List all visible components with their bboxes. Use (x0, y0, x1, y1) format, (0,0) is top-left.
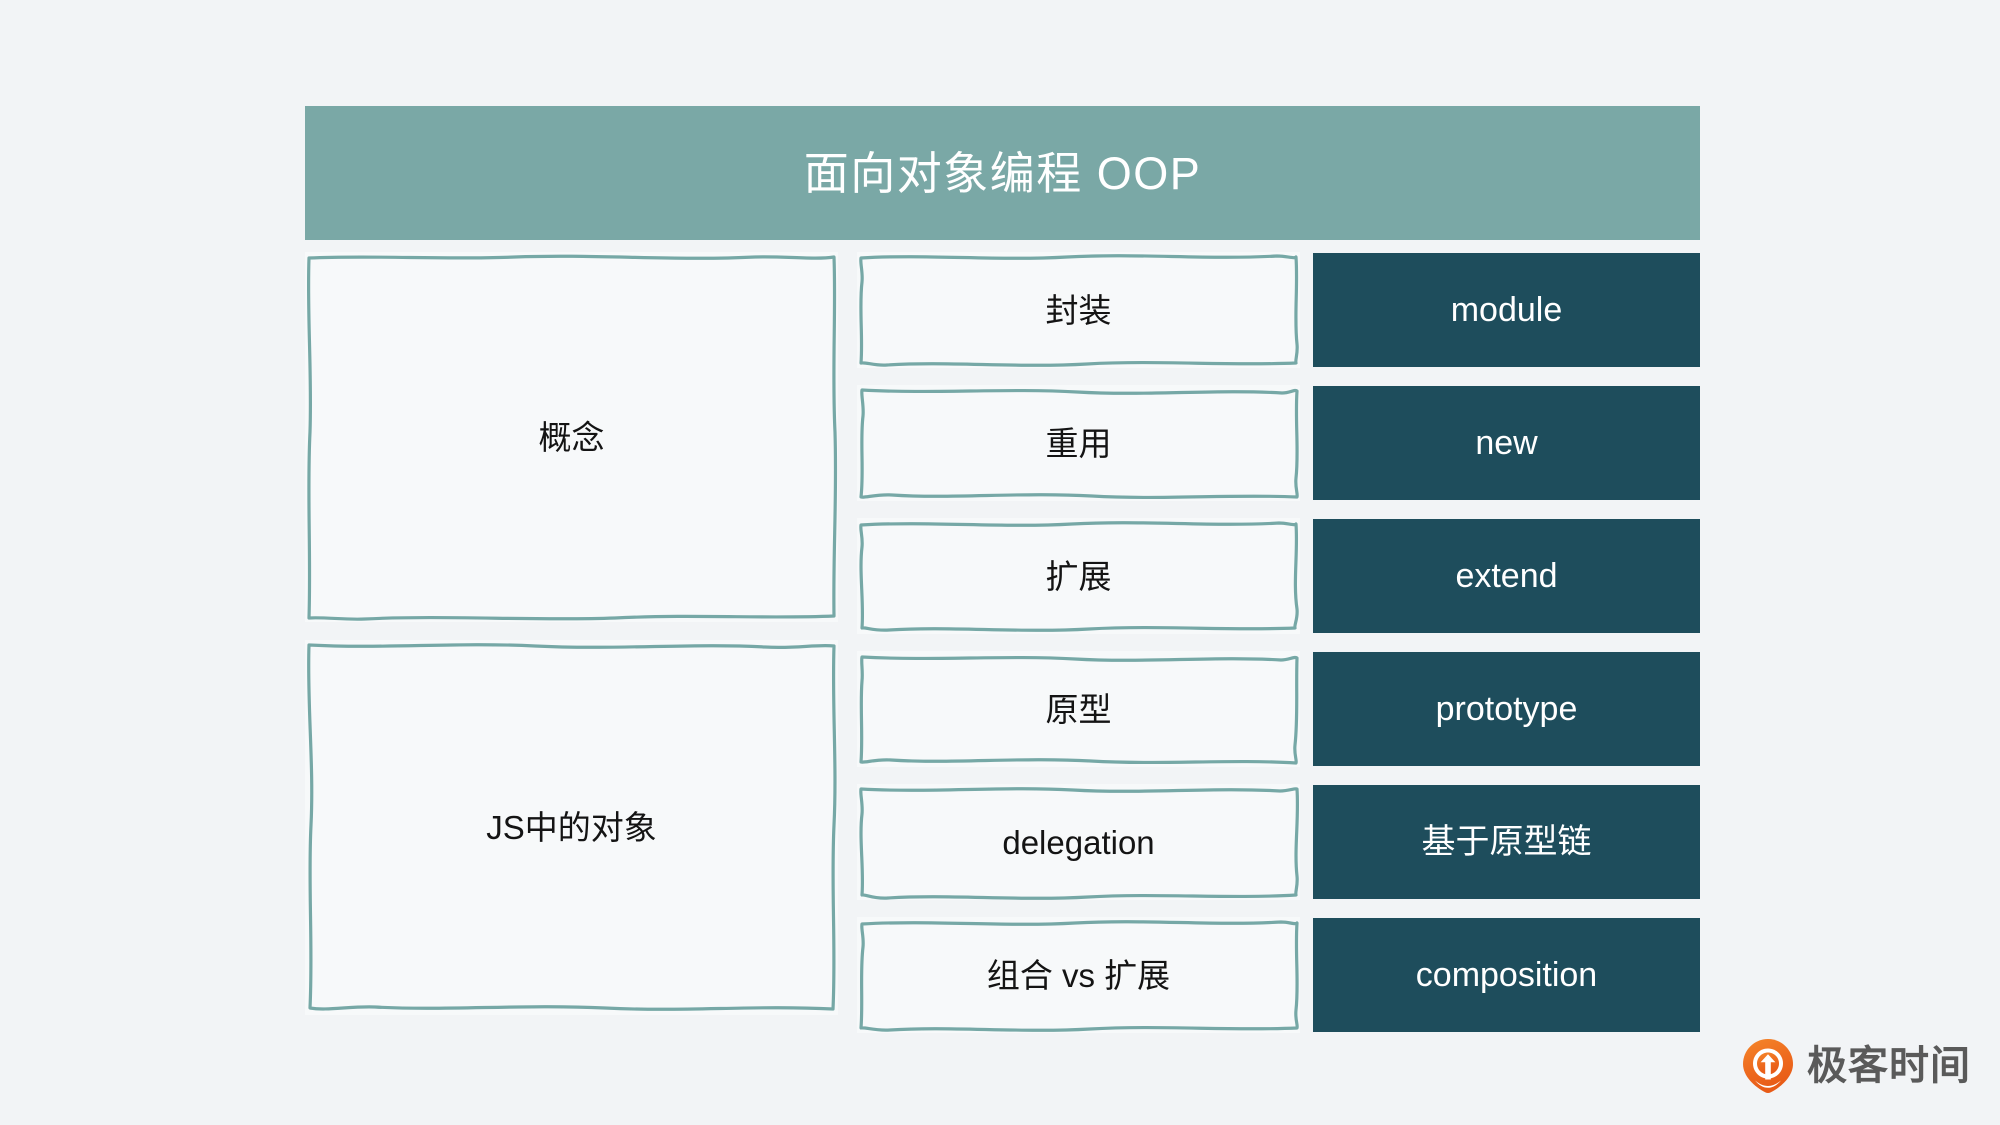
topic-card[interactable]: delegation (857, 784, 1300, 900)
topic-card[interactable]: 原型 (857, 651, 1300, 767)
topic-card-label: 扩展 (1045, 557, 1112, 595)
page-title: 面向对象编程 OOP (803, 147, 1202, 199)
topic-card[interactable]: 扩展 (857, 518, 1300, 634)
term-card-label: new (1475, 424, 1538, 462)
term-card-label: composition (1415, 956, 1598, 994)
column-topics: 封装 重用 扩展 原型 (857, 252, 1300, 1033)
brand-logo: 极客时间 (1742, 1038, 1971, 1094)
topic-card[interactable]: 重用 (857, 385, 1300, 501)
content-grid: 概念 JS中的对象 封装 重用 (305, 252, 1700, 1033)
topic-card[interactable]: 组合 vs 扩展 (857, 917, 1300, 1033)
concept-card-label: JS中的对象 (486, 809, 657, 846)
topic-card[interactable]: 封装 (857, 252, 1300, 368)
concept-card-label: 概念 (538, 418, 605, 456)
term-card-label: 基于原型链 (1421, 823, 1592, 861)
brand-name-label: 极客时间 (1807, 1044, 1971, 1088)
term-card-label: prototype (1435, 690, 1578, 728)
term-card[interactable]: composition (1313, 918, 1700, 1032)
topic-card-label: 封装 (1045, 291, 1112, 329)
column-concepts: 概念 JS中的对象 (305, 252, 838, 1015)
term-card[interactable]: module (1313, 253, 1700, 367)
concept-card[interactable]: JS中的对象 (305, 640, 838, 1015)
topic-card-label: 原型 (1045, 690, 1112, 728)
topic-card-label: 组合 vs 扩展 (986, 956, 1171, 994)
term-card[interactable]: extend (1313, 519, 1700, 633)
term-card-label: extend (1455, 557, 1558, 595)
term-card-label: module (1450, 291, 1563, 329)
term-card[interactable]: 基于原型链 (1313, 785, 1700, 899)
concept-card[interactable]: 概念 (305, 252, 838, 622)
topic-card-label: delegation (1002, 823, 1155, 861)
term-card[interactable]: new (1313, 386, 1700, 500)
slide-header-banner: 面向对象编程 OOP (305, 106, 1700, 240)
location-pin-icon (1743, 1039, 1793, 1093)
column-terms: module new extend prototype 基于原型链 compos… (1313, 252, 1700, 1032)
topic-card-label: 重用 (1045, 424, 1112, 462)
term-card[interactable]: prototype (1313, 652, 1700, 766)
